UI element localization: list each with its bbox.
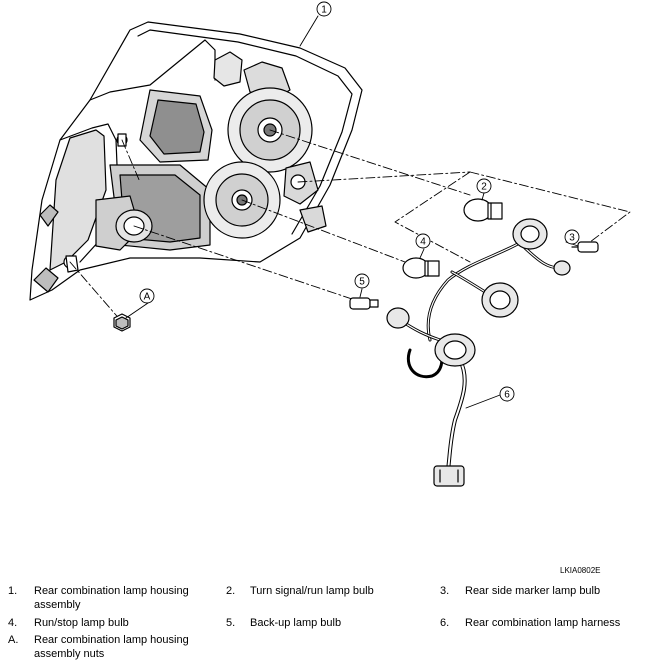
legend-text-a: Rear combination lamp housing assembly n… [34,634,189,660]
legend-num-2: 2. [226,585,236,597]
legend-text-6: Rear combination lamp harness [465,617,621,629]
legend-text-1: Rear combination lamp housing assembly [34,585,189,611]
exploded-diagram: 1 2 3 4 5 6 A [29,1,631,487]
legend-num-4: 4. [8,617,18,629]
callout-3: 3 [569,233,575,244]
callout-1: 1 [321,5,327,16]
callout-a: A [144,292,151,303]
legend-text-5: Back-up lamp bulb [250,617,342,629]
callout-2: 2 [481,182,487,193]
run-stop-bulb [402,257,440,279]
callout-4: 4 [420,237,426,248]
legend-num-5: 5. [226,617,236,629]
legend-num-3: 3. [440,585,450,597]
legend: 1. Rear combination lamp housing assembl… [0,580,648,665]
legend-num-1: 1. [8,585,18,597]
turn-signal-run-bulb [463,198,503,222]
callouts [139,1,580,402]
legend-num-a: A. [8,634,19,646]
projection-lines [69,129,631,323]
callout-5: 5 [359,277,365,288]
back-up-bulb [349,297,379,310]
side-marker-bulb [571,241,599,253]
figure-reference-code: LKIA0802E [560,566,601,575]
legend-num-6: 6. [440,617,450,629]
lamp-harness [386,218,571,487]
legend-text-4: Run/stop lamp bulb [34,617,129,629]
legend-text-2: Turn signal/run lamp bulb [250,585,374,597]
lamp-housing [29,21,363,301]
legend-text-3: Rear side marker lamp bulb [465,585,601,597]
callout-6: 6 [504,390,510,401]
